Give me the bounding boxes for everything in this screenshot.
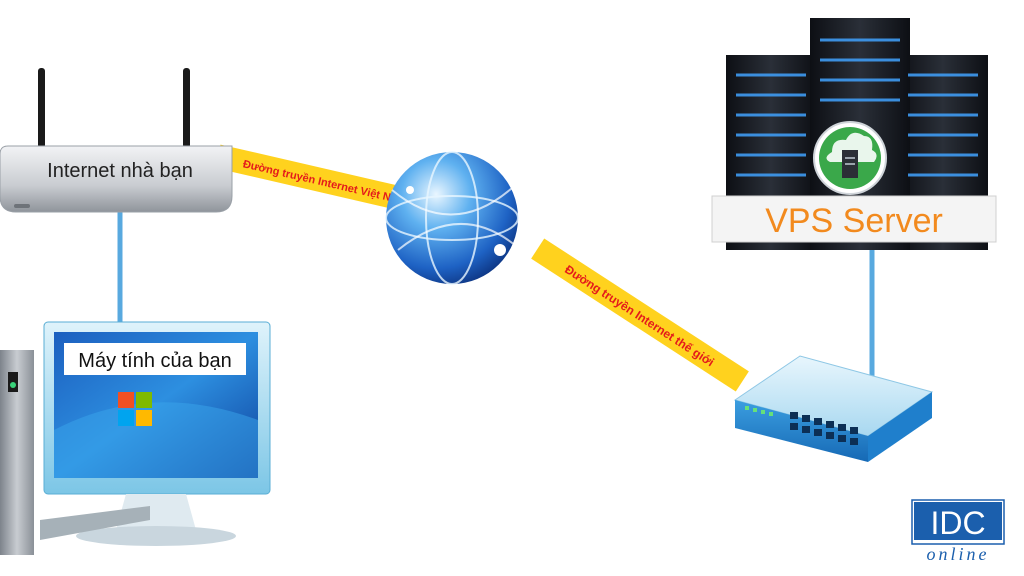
desktop-computer-icon: Máy tính của bạn xyxy=(0,321,271,555)
logo-sub: online xyxy=(927,544,990,564)
router-label: Internet nhà bạn xyxy=(47,160,193,182)
server-rack-icon: VPS Server xyxy=(711,18,997,250)
logo-main: IDC xyxy=(930,505,985,541)
computer-label: Máy tính của bạn xyxy=(78,350,231,372)
network-switch-icon xyxy=(733,355,934,462)
internet-globe-icon xyxy=(385,151,519,285)
wifi-router-icon: Internet nhà bạn xyxy=(0,68,233,213)
cloud-server-icon xyxy=(813,121,887,195)
link-world-label: Đường truyền Internet thế giới xyxy=(562,262,716,369)
link-world: Đường truyền Internet thế giới xyxy=(531,238,749,392)
idc-online-logo: IDC online xyxy=(911,499,1005,564)
server-label: VPS Server xyxy=(765,202,943,240)
